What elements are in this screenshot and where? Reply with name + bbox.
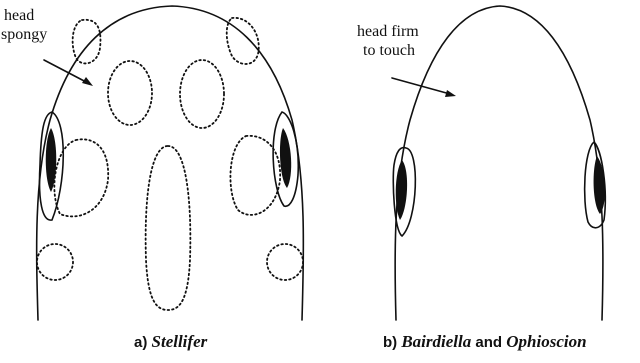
firm-arrow-head <box>445 90 456 97</box>
pore-top-left <box>73 20 101 64</box>
firm-arrow-line <box>392 78 450 94</box>
caption-b-prefix: b) <box>383 334 397 351</box>
callout-a-line2: spongy <box>1 25 47 44</box>
caption-a-genus: Stellifer <box>152 332 208 351</box>
pore-lower-left <box>37 244 73 280</box>
bairdiella-head <box>392 6 605 320</box>
pore-upper-left <box>108 61 152 125</box>
caption-a: a) Stellifer <box>134 332 207 352</box>
callout-a-line1: head <box>1 6 47 25</box>
caption-b: b) Bairdiella and Ophioscion <box>383 332 587 352</box>
callout-head-firm: head firm to touch <box>357 22 419 60</box>
spongy-arrow-head <box>82 77 93 86</box>
stellifer-head <box>37 6 304 320</box>
bairdiella-head-outline <box>395 6 603 320</box>
caption-b-genus1: Bairdiella <box>401 332 471 351</box>
callout-b-line2: to touch <box>357 41 419 60</box>
callout-head-spongy: head spongy <box>1 6 47 44</box>
pore-lower-right <box>267 244 303 280</box>
pore-upper-right <box>180 60 224 128</box>
callout-b-line1: head firm <box>357 22 419 41</box>
pore-central <box>146 146 191 310</box>
stellifer-right-pupil <box>280 128 291 188</box>
caption-b-and: and <box>475 334 502 351</box>
stellifer-head-outline <box>37 6 304 320</box>
caption-a-prefix: a) <box>134 334 147 351</box>
stellifer-pores <box>37 18 303 310</box>
caption-b-genus2: Ophioscion <box>506 332 586 351</box>
bairdiella-left-pupil <box>396 160 407 220</box>
bairdiella-right-pupil <box>594 156 605 214</box>
